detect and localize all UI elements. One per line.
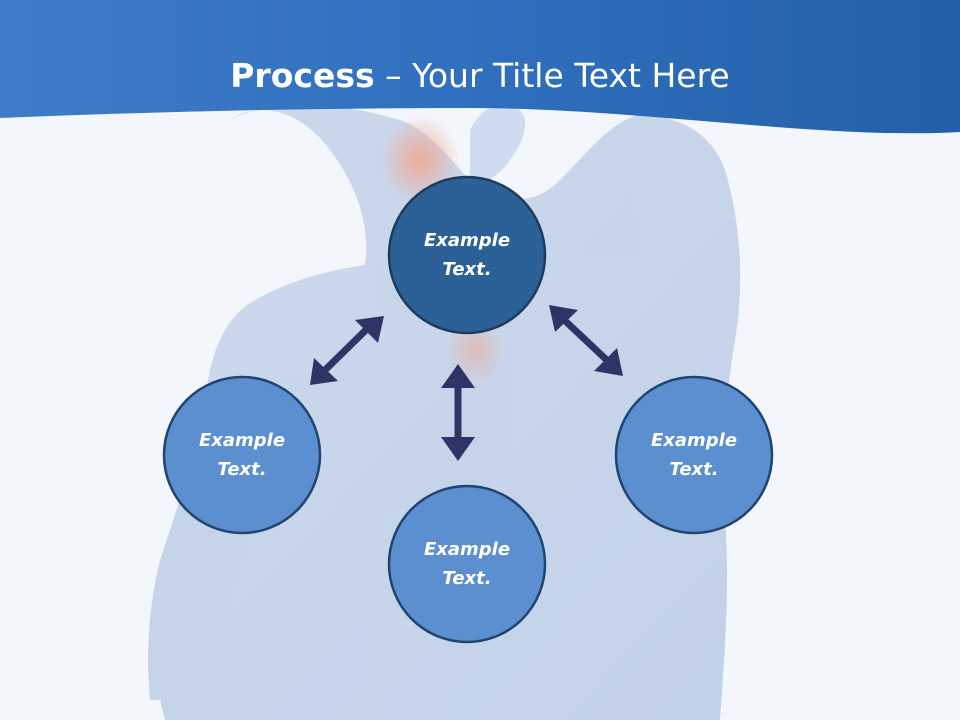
title-rest: – Your Title Text Here xyxy=(374,56,730,95)
node-circle-top xyxy=(387,175,547,335)
arrow-left-shaft xyxy=(317,321,375,378)
node-circle-left xyxy=(162,375,322,535)
node-circle-right xyxy=(614,375,774,535)
node-text-top: Example Text. xyxy=(423,230,511,280)
node-text-bottom: Example Text. xyxy=(423,539,511,589)
slide-title: Process – Your Title Text Here xyxy=(0,48,960,104)
node-text-left: Example Text. xyxy=(198,430,286,480)
arrow-left-head-top xyxy=(355,316,384,343)
node-circle-bottom xyxy=(387,484,547,644)
arrow-right-head-bottom xyxy=(594,348,623,376)
header-banner xyxy=(0,0,960,134)
node-text-right: Example Text. xyxy=(650,430,738,480)
title-bold: Process xyxy=(230,56,375,95)
arrow-right-shaft xyxy=(557,313,615,368)
arrow-left-head-bottom xyxy=(310,358,338,385)
arrow-center-head-top xyxy=(441,364,475,388)
arrow-right-head-top xyxy=(549,305,578,332)
arrow-center-head-bottom xyxy=(441,437,475,461)
arrows xyxy=(310,305,623,461)
